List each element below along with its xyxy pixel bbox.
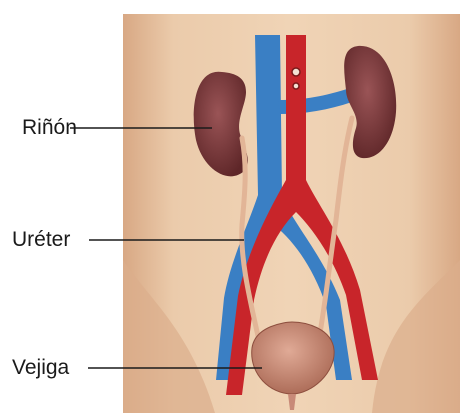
aorta-branch-dot [292, 68, 300, 76]
aorta-branch-dot [293, 83, 299, 89]
bladder-label: Vejiga [12, 357, 69, 378]
kidney-label: Riñón [22, 117, 77, 138]
ureter-label: Uréter [12, 229, 70, 250]
